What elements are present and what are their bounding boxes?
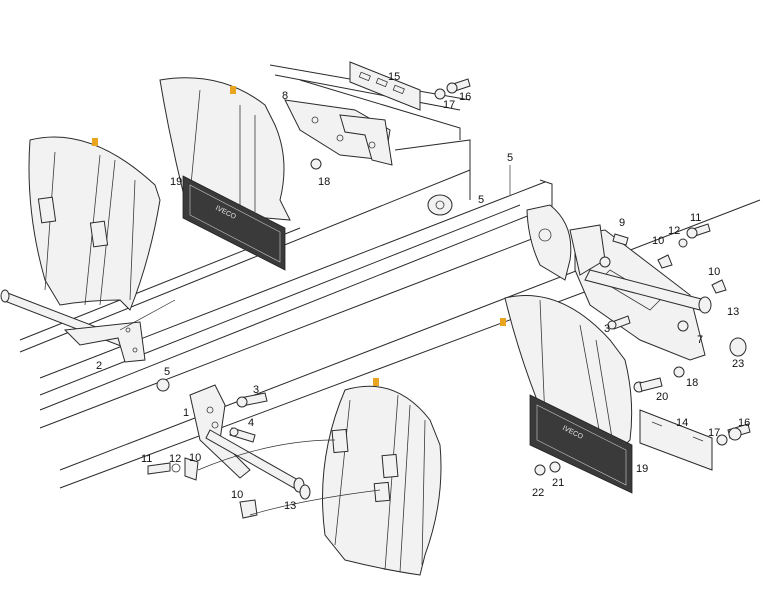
- callout-label: 14: [676, 417, 688, 429]
- callout-label: 18: [686, 377, 698, 389]
- callout-label: 3: [604, 323, 610, 335]
- position-marker: [500, 318, 506, 326]
- callout-label: 12: [169, 453, 181, 465]
- chassis-frame: [19, 64, 761, 489]
- callout-label: 8: [282, 90, 288, 102]
- callout-label: 9: [619, 217, 625, 229]
- mudguard-bottom-right: IVECO: [504, 295, 751, 494]
- leader-lines: [119, 165, 511, 516]
- callout-label: 20: [656, 391, 668, 403]
- callout-label: 16: [459, 91, 471, 103]
- position-marker: [373, 378, 379, 386]
- callout-label: 15: [388, 71, 400, 83]
- mudguard-left-top: [28, 136, 161, 311]
- mudguard-bottom-middle: [322, 385, 442, 576]
- callout-label: 17: [708, 427, 720, 439]
- callout-label: 17: [443, 99, 455, 111]
- position-marker: [92, 138, 98, 146]
- callout-label: 5: [507, 152, 513, 164]
- bracket-bottom-left-assembly: [147, 378, 311, 519]
- bracket-8-assembly: [284, 61, 471, 216]
- callout-label: 5: [164, 366, 170, 378]
- callout-label: 7: [697, 334, 703, 346]
- callout-label: 5: [478, 194, 484, 206]
- callout-label: 16: [738, 417, 750, 429]
- callout-labels: 1 2 3 3 4 5 5 5 7 8 9 10 10 10 10 11 11 …: [96, 71, 750, 512]
- callout-label: 21: [552, 477, 564, 489]
- callout-label: 2: [96, 360, 102, 372]
- callout-label: 22: [532, 487, 544, 499]
- position-marker: [230, 86, 236, 94]
- callout-label: 10: [708, 266, 720, 278]
- callout-label: 13: [727, 306, 739, 318]
- callout-label: 1: [183, 407, 189, 419]
- callout-label: 23: [732, 358, 744, 370]
- callout-label: 19: [170, 176, 182, 188]
- left-support-tube: [0, 289, 146, 363]
- callout-label: 12: [668, 225, 680, 237]
- callout-label: 19: [636, 463, 648, 475]
- callout-label: 18: [318, 176, 330, 188]
- callout-label: 4: [248, 417, 254, 429]
- callout-label: 10: [231, 489, 243, 501]
- mudguard-top-middle: IVECO: [159, 77, 291, 271]
- bracket-right-assembly: [526, 204, 747, 378]
- callout-label: 10: [652, 235, 664, 247]
- callout-label: 13: [284, 500, 296, 512]
- callout-label: 10: [189, 452, 201, 464]
- callout-label: 11: [141, 453, 152, 465]
- callout-label: 3: [253, 384, 259, 396]
- callout-label: 11: [690, 212, 701, 224]
- position-markers: [92, 86, 506, 386]
